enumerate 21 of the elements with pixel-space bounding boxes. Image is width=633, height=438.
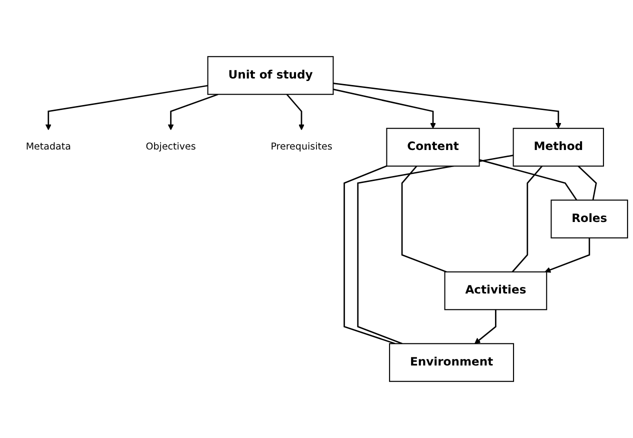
arrow — [544, 238, 590, 273]
connector — [401, 166, 447, 273]
connector — [344, 165, 396, 344]
node-box: Activities — [444, 271, 548, 310]
arrow — [474, 310, 496, 344]
arrow — [45, 84, 208, 130]
node-text: Prerequisites — [270, 141, 332, 152]
node-text: Metadata — [26, 141, 71, 152]
node-box: Content — [386, 128, 480, 167]
node-text: Objectives — [146, 141, 196, 152]
connector — [479, 159, 578, 200]
node-box: Roles — [550, 200, 628, 238]
arrow — [333, 88, 436, 129]
connector — [512, 166, 543, 272]
arrow — [168, 94, 218, 130]
node-box: Environment — [389, 343, 514, 382]
arrow — [333, 82, 562, 129]
connector — [357, 154, 514, 344]
node-box: Method — [512, 128, 604, 167]
node-box: Unit of study — [207, 56, 334, 95]
arrow — [286, 94, 304, 130]
